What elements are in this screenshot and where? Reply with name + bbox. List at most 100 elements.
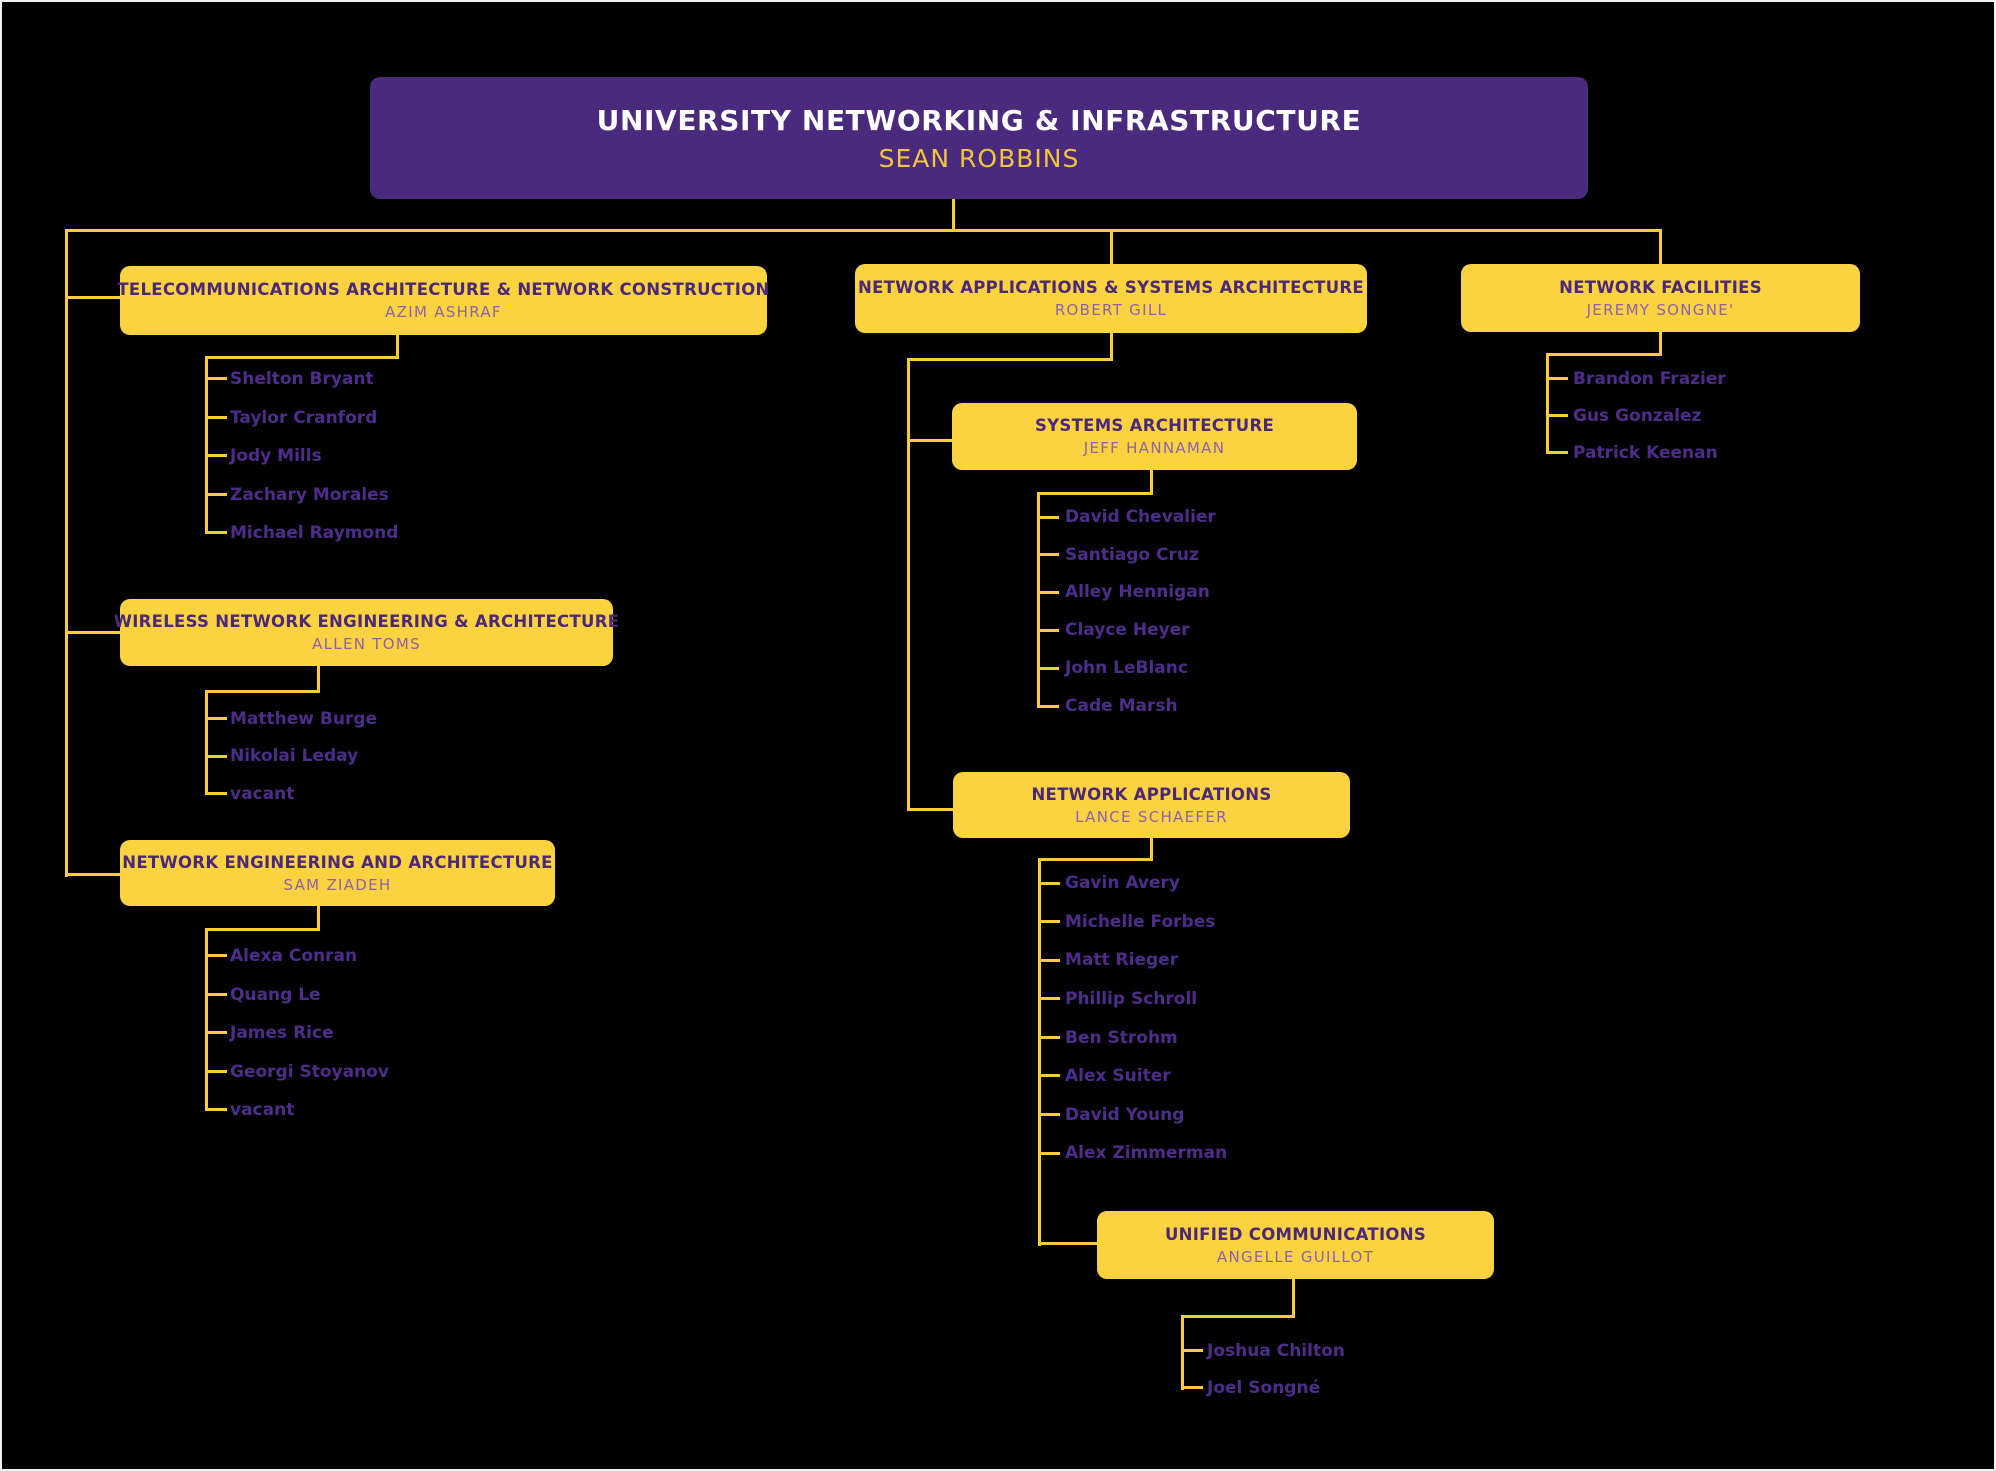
connector-line (1110, 229, 1113, 265)
org-node-net-apps-sys-arch-lead: ROBERT GILL (1054, 301, 1168, 319)
connector-line (1038, 997, 1060, 1000)
org-node-network-applications-title: NETWORK APPLICATIONS (1031, 784, 1272, 804)
connector-line (205, 993, 227, 996)
org-node-root-lead: SEAN ROBBINS (878, 143, 1080, 173)
connector-line (1546, 353, 1549, 453)
member-name: Ben Strohm (1065, 1027, 1178, 1048)
member-name: Brandon Frazier (1573, 368, 1726, 389)
org-node-wireless-title: WIRELESS NETWORK ENGINEERING & ARCHITECT… (113, 612, 620, 631)
member-name: Phillip Schroll (1065, 989, 1198, 1010)
member-name: David Chevalier (1065, 506, 1216, 527)
connector-line (1038, 882, 1060, 885)
connector-line (1546, 414, 1568, 417)
connector-line (1038, 1036, 1060, 1039)
member-name: Matt Rieger (1065, 950, 1179, 971)
org-node-net-apps-sys-arch: NETWORK APPLICATIONS & SYSTEMS ARCHITECT… (855, 264, 1367, 333)
org-node-systems-architecture-title: SYSTEMS ARCHITECTURE (1034, 416, 1275, 435)
connector-line (1150, 838, 1153, 860)
connector-line (205, 755, 227, 758)
connector-line (1037, 667, 1059, 670)
org-node-telecom-title: TELECOMMUNICATIONS ARCHITECTURE & NETWOR… (117, 280, 770, 299)
connector-line (1038, 1242, 1098, 1245)
connector-line (1037, 553, 1059, 556)
member-name: Gus Gonzalez (1573, 405, 1702, 426)
connector-line (205, 717, 227, 720)
member-name: Shelton Bryant (230, 369, 374, 390)
connector-line (205, 928, 320, 931)
connector-line (907, 358, 910, 811)
member-name: Santiago Cruz (1065, 544, 1199, 565)
connector-line (1038, 1113, 1060, 1116)
connector-line (205, 1031, 227, 1034)
connector-line (1546, 377, 1568, 380)
connector-line (1181, 1315, 1295, 1318)
connector-line (396, 335, 399, 358)
connector-line (1037, 516, 1059, 519)
connector-line (1038, 1074, 1060, 1077)
connector-line (205, 356, 208, 534)
connector-line (1038, 1152, 1060, 1155)
member-name: Gavin Avery (1065, 873, 1180, 894)
org-node-network-facilities-title: NETWORK FACILITIES (1559, 277, 1762, 297)
connector-line (1181, 1315, 1184, 1390)
member-name: Alex Zimmerman (1065, 1143, 1228, 1164)
connector-line (1037, 591, 1059, 594)
org-node-wireless: WIRELESS NETWORK ENGINEERING & ARCHITECT… (114, 599, 619, 666)
connector-line (205, 356, 399, 359)
connector-line (65, 631, 121, 634)
connector-line (65, 296, 121, 299)
member-name: John LeBlanc (1065, 658, 1188, 679)
connector-line (1181, 1349, 1203, 1352)
connector-line (205, 690, 208, 794)
org-node-telecom-lead: AZIM ASHRAF (385, 303, 502, 321)
member-name: Michael Raymond (230, 523, 399, 544)
connector-line (205, 493, 227, 496)
connector-line (1037, 629, 1059, 632)
connector-line (907, 358, 1113, 361)
org-node-network-engineering-title: NETWORK ENGINEERING AND ARCHITECTURE (122, 852, 553, 872)
org-node-root-title: UNIVERSITY NETWORKING & INFRASTRUCTURE (596, 103, 1362, 137)
connector-line (205, 792, 227, 795)
org-node-wireless-lead: ALLEN TOMS (312, 635, 421, 653)
connector-line (205, 1070, 227, 1073)
connector-line (205, 454, 227, 457)
member-name: Michelle Forbes (1065, 911, 1216, 932)
connector-line (65, 229, 68, 877)
connector-line (1659, 229, 1662, 265)
member-name: Matthew Burge (230, 708, 378, 729)
connector-line (205, 690, 320, 693)
org-node-network-engineering-lead: SAM ZIADEH (283, 875, 392, 894)
org-node-systems-architecture-lead: JEFF HANNAMAN (1083, 439, 1226, 457)
connector-line (1150, 470, 1153, 494)
connector-line (1038, 858, 1041, 1246)
connector-line (205, 954, 227, 957)
connector-line (907, 439, 953, 442)
org-node-root: UNIVERSITY NETWORKING & INFRASTRUCTURE S… (370, 77, 1588, 199)
connector-line (952, 199, 955, 231)
member-name: Quang Le (230, 984, 321, 1005)
org-node-telecom: TELECOMMUNICATIONS ARCHITECTURE & NETWOR… (117, 266, 770, 335)
member-name: vacant (230, 1100, 295, 1121)
org-node-systems-architecture: SYSTEMS ARCHITECTURE JEFF HANNAMAN (952, 403, 1357, 470)
member-name: James Rice (230, 1023, 334, 1044)
org-node-network-facilities: NETWORK FACILITIES JEREMY SONGNE' (1461, 264, 1860, 332)
member-name: Taylor Cranford (230, 407, 378, 428)
connector-line (317, 666, 320, 692)
member-name: Joel Songné (1207, 1377, 1321, 1398)
org-node-unified-communications-lead: ANGELLE GUILLOT (1216, 1247, 1375, 1266)
member-name: Joshua Chilton (1207, 1340, 1345, 1361)
connector-line (1038, 858, 1153, 861)
connector-line (205, 531, 227, 534)
connector-line (1037, 705, 1059, 708)
member-name: Patrick Keenan (1573, 442, 1718, 463)
connector-line (205, 1108, 227, 1111)
member-name: vacant (230, 783, 295, 804)
connector-line (1038, 959, 1060, 962)
member-name: Georgi Stoyanov (230, 1061, 389, 1082)
